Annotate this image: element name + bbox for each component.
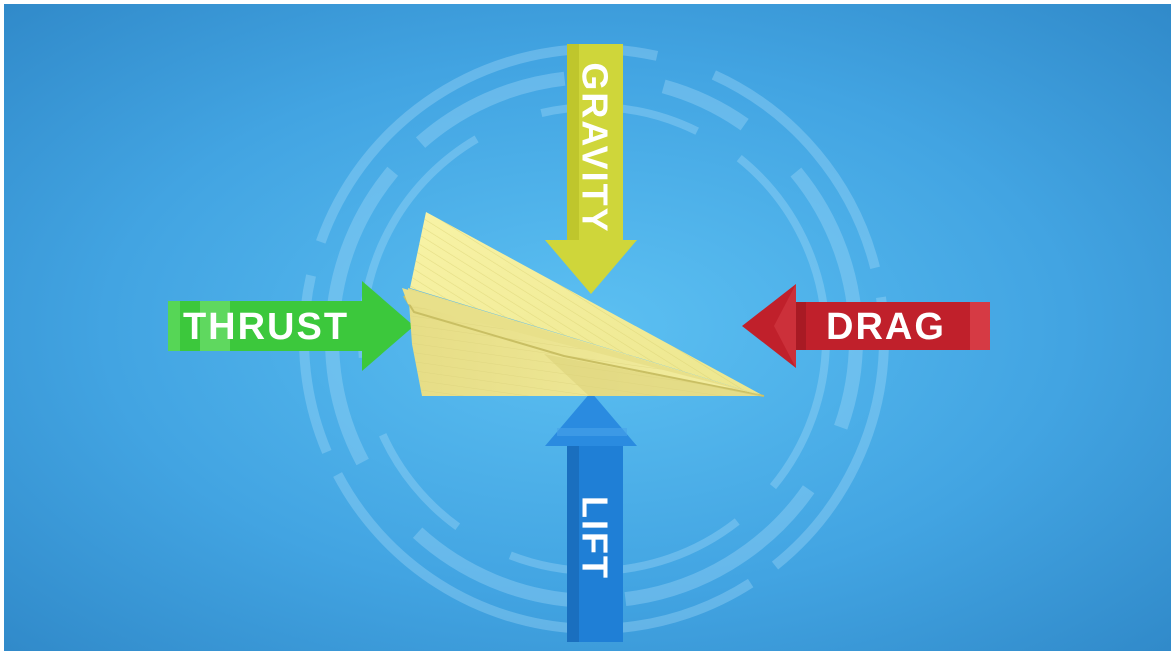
- thrust-label: THRUST: [183, 306, 349, 348]
- drag-label: DRAG: [826, 306, 946, 348]
- paper-airplane-icon: [402, 212, 765, 397]
- thrust-arrow: THRUST: [168, 281, 414, 371]
- gravity-arrow: GRAVITY: [545, 44, 637, 294]
- lift-arrow: LIFT: [545, 392, 637, 642]
- lift-label: LIFT: [575, 496, 616, 580]
- four-forces-of-flight-diagram: GRAVITY LIFT THRUST DRAG: [4, 4, 1171, 651]
- diagram-canvas: GRAVITY LIFT THRUST DRAG: [4, 4, 1171, 651]
- drag-arrow: DRAG: [742, 284, 990, 368]
- gravity-label: GRAVITY: [575, 62, 616, 233]
